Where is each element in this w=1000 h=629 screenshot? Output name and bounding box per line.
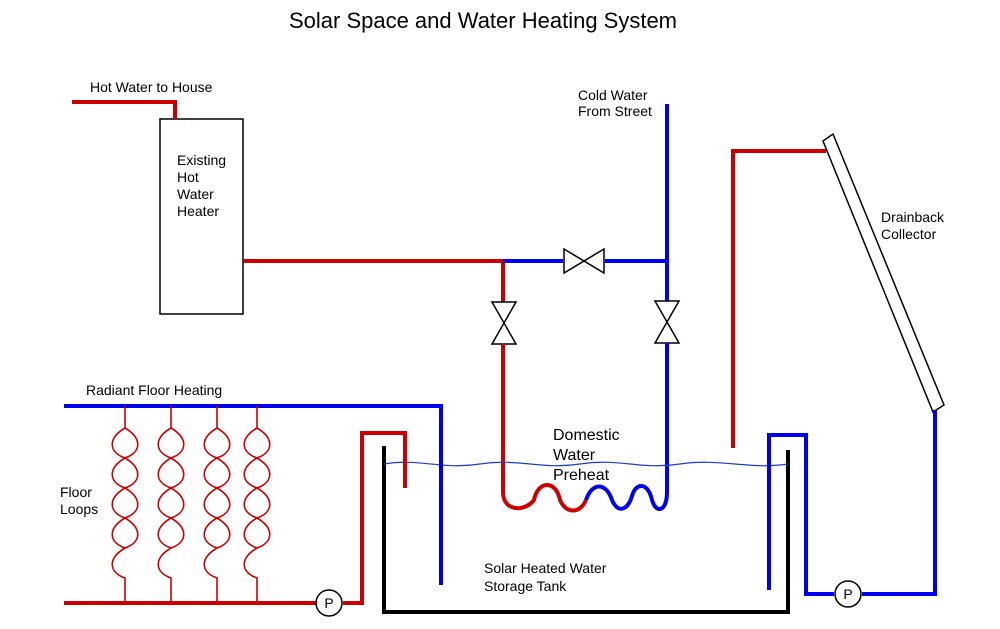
floor-loops-label-1: Floor bbox=[60, 484, 92, 500]
preheat-label-1: Domestic bbox=[553, 427, 620, 444]
floor-loop-3 bbox=[203, 406, 231, 603]
preheat-coil-cold bbox=[584, 343, 669, 511]
tank-to-pump-pipe bbox=[343, 431, 407, 605]
water-heater-tank bbox=[159, 118, 244, 315]
storage-tank-label-2: Storage Tank bbox=[484, 578, 567, 594]
radiant-floor-label: Radiant Floor Heating bbox=[86, 382, 222, 398]
hot-water-to-house-label: Hot Water to House bbox=[90, 79, 213, 95]
floor-loop-2 bbox=[157, 406, 185, 603]
drainback-collector bbox=[822, 132, 945, 414]
storage-tank-wall bbox=[382, 446, 790, 614]
radiant-return-pipe bbox=[64, 404, 443, 585]
preheat-outlet-valve bbox=[490, 301, 518, 345]
water-heater-label-3: Water bbox=[177, 186, 214, 202]
drainback-label-2: Collector bbox=[881, 226, 937, 242]
collector-supply-pipe bbox=[731, 149, 826, 448]
floor-loops-label-2: Loops bbox=[60, 501, 98, 517]
collector-pump-label: P bbox=[843, 586, 852, 602]
water-heater-label-4: Heater bbox=[177, 203, 219, 219]
bypass-valve bbox=[563, 247, 605, 275]
collector-return-pipe bbox=[862, 410, 937, 596]
drainback-label-1: Drainback bbox=[881, 209, 945, 225]
cold-water-label-1: Cold Water bbox=[578, 87, 648, 103]
diagram-title: Solar Space and Water Heating System bbox=[289, 8, 677, 33]
preheat-coil-hot bbox=[501, 344, 588, 513]
cold-water-label-2: From Street bbox=[578, 103, 652, 119]
storage-tank-label-1: Solar Heated Water bbox=[484, 560, 607, 576]
heater-inlet-pipe bbox=[243, 259, 505, 305]
radiant-pump bbox=[315, 589, 343, 617]
collector-pump bbox=[834, 580, 862, 608]
water-heater-label-2: Hot bbox=[177, 169, 199, 185]
hot-water-to-house-pipe bbox=[72, 100, 177, 119]
water-heater-label-1: Existing bbox=[177, 152, 226, 168]
floor-loop-1 bbox=[111, 406, 139, 603]
water-surface-line bbox=[383, 461, 789, 467]
preheat-inlet-valve bbox=[653, 300, 681, 344]
floor-loops bbox=[111, 406, 271, 603]
tank-to-collector-pump-pipe bbox=[767, 433, 834, 596]
preheat-label-2: Water bbox=[553, 447, 596, 464]
preheat-label-3: Preheat bbox=[553, 467, 610, 484]
radiant-pump-label: P bbox=[324, 595, 333, 611]
floor-loop-4 bbox=[243, 406, 271, 603]
